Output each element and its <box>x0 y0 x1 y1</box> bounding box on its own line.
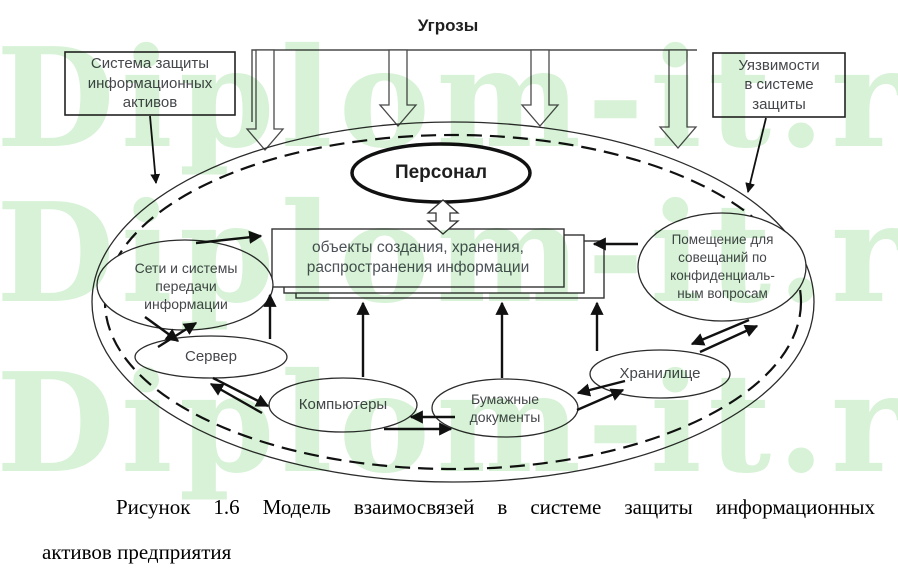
figure-caption: Рисунок 1.6 Модель взаимосвязей в систем… <box>42 492 875 567</box>
paper-documents-ellipse <box>431 378 579 438</box>
meeting-room-label: Помещение для совещаний по конфиденциаль… <box>670 231 775 302</box>
info-objects-label: объекты создания, хранения, распростране… <box>306 238 530 276</box>
networks-label: Сети и системы передачи информации <box>134 259 238 313</box>
protection-system-box <box>64 51 236 116</box>
threat-arrow-icon <box>378 49 418 127</box>
threat-arrow-icon <box>520 49 560 127</box>
storage-label: Хранилище <box>619 365 701 383</box>
personnel-objects-double-arrow-icon <box>426 199 460 235</box>
threat-arrow-icon <box>245 49 285 151</box>
threat-arrow-icon <box>658 49 698 149</box>
diagram-canvas <box>64 49 846 483</box>
threats-title: Угрозы <box>417 15 479 35</box>
protection-system-arrow <box>149 115 161 184</box>
info-objects-rect-front <box>271 228 565 288</box>
server-label: Сервер <box>184 348 237 366</box>
protection-system-label: Система защиты информационных активов <box>87 55 213 112</box>
computers-label: Компьютеры <box>298 396 388 414</box>
vulnerabilities-label: Уязвимости в системе защиты <box>738 56 820 113</box>
paper-documents-label: Бумажные документы <box>469 390 541 425</box>
meeting-room-ellipse <box>637 212 807 322</box>
server-ellipse <box>134 335 288 379</box>
personnel-label: Персонал <box>394 162 488 184</box>
threats-bracket-line <box>251 49 697 122</box>
networks-to-objects-arrow <box>195 230 263 245</box>
vulnerabilities-box <box>712 52 846 118</box>
computers-server-arrow <box>209 382 263 415</box>
vulnerabilities-arrow <box>745 117 767 193</box>
security-perimeter-ellipse <box>91 121 815 483</box>
server-computers-arrow <box>212 376 270 408</box>
storage-paper-arrow <box>576 379 626 397</box>
storage-ellipse <box>589 349 731 399</box>
paper-storage-arrow <box>576 388 625 412</box>
figure-caption-line1: Рисунок 1.6 Модель взаимосвязей в систем… <box>116 495 875 519</box>
figure-caption-line2: активов предприятия <box>42 540 232 564</box>
server-networks-arrow <box>157 321 198 349</box>
storage-meeting-arrow <box>699 324 759 354</box>
meeting-storage-arrow <box>690 318 750 346</box>
